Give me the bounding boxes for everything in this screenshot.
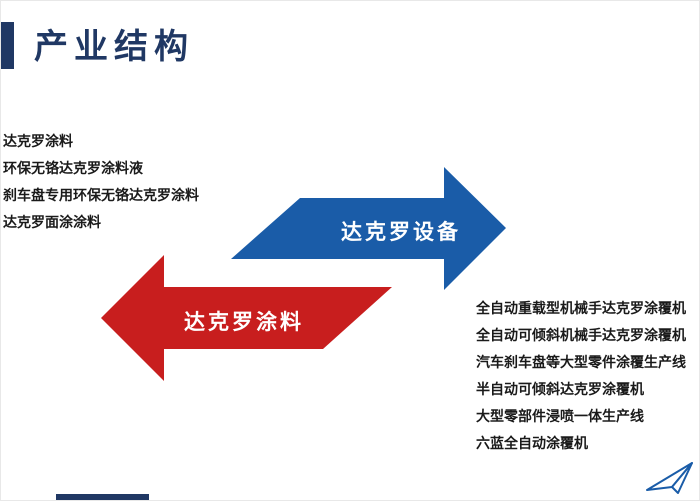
list-item: 环保无铬达克罗涂料液 [3, 161, 143, 177]
list-item: 达克罗面涂涂料 [3, 215, 101, 231]
equipment-arrow-shape [231, 167, 506, 290]
coating-arrow-shape [101, 255, 392, 381]
list-item: 半自动可倾斜达克罗涂覆机 [476, 382, 644, 398]
list-item: 汽车刹车盘等大型零件涂覆生产线 [476, 355, 686, 371]
equipment-products-list: 全自动重载型机械手达克罗涂覆机 全自动可倾斜机械手达克罗涂覆机 汽车刹车盘等大型… [476, 296, 686, 458]
list-item: 刹车盘专用环保无铬达克罗涂料 [3, 188, 199, 204]
coating-products-list: 达克罗涂料 环保无铬达克罗涂料液 刹车盘专用环保无铬达克罗涂料 达克罗面涂涂料 [3, 129, 199, 237]
list-item: 全自动重载型机械手达克罗涂覆机 [476, 301, 686, 317]
equipment-arrow-label: 达克罗设备 [341, 220, 461, 244]
bottom-accent-bar [56, 494, 149, 500]
cursor-arrow-icon [646, 462, 693, 494]
coating-arrow-label: 达克罗涂料 [184, 310, 304, 334]
title-accent-bar [1, 22, 14, 69]
list-item: 全自动可倾斜机械手达克罗涂覆机 [476, 328, 686, 344]
list-item: 六蓝全自动涂覆机 [476, 436, 588, 452]
page-title: 产业结构 [34, 27, 194, 67]
list-item: 达克罗涂料 [3, 134, 73, 150]
list-item: 大型零部件浸喷一体生产线 [476, 409, 644, 425]
